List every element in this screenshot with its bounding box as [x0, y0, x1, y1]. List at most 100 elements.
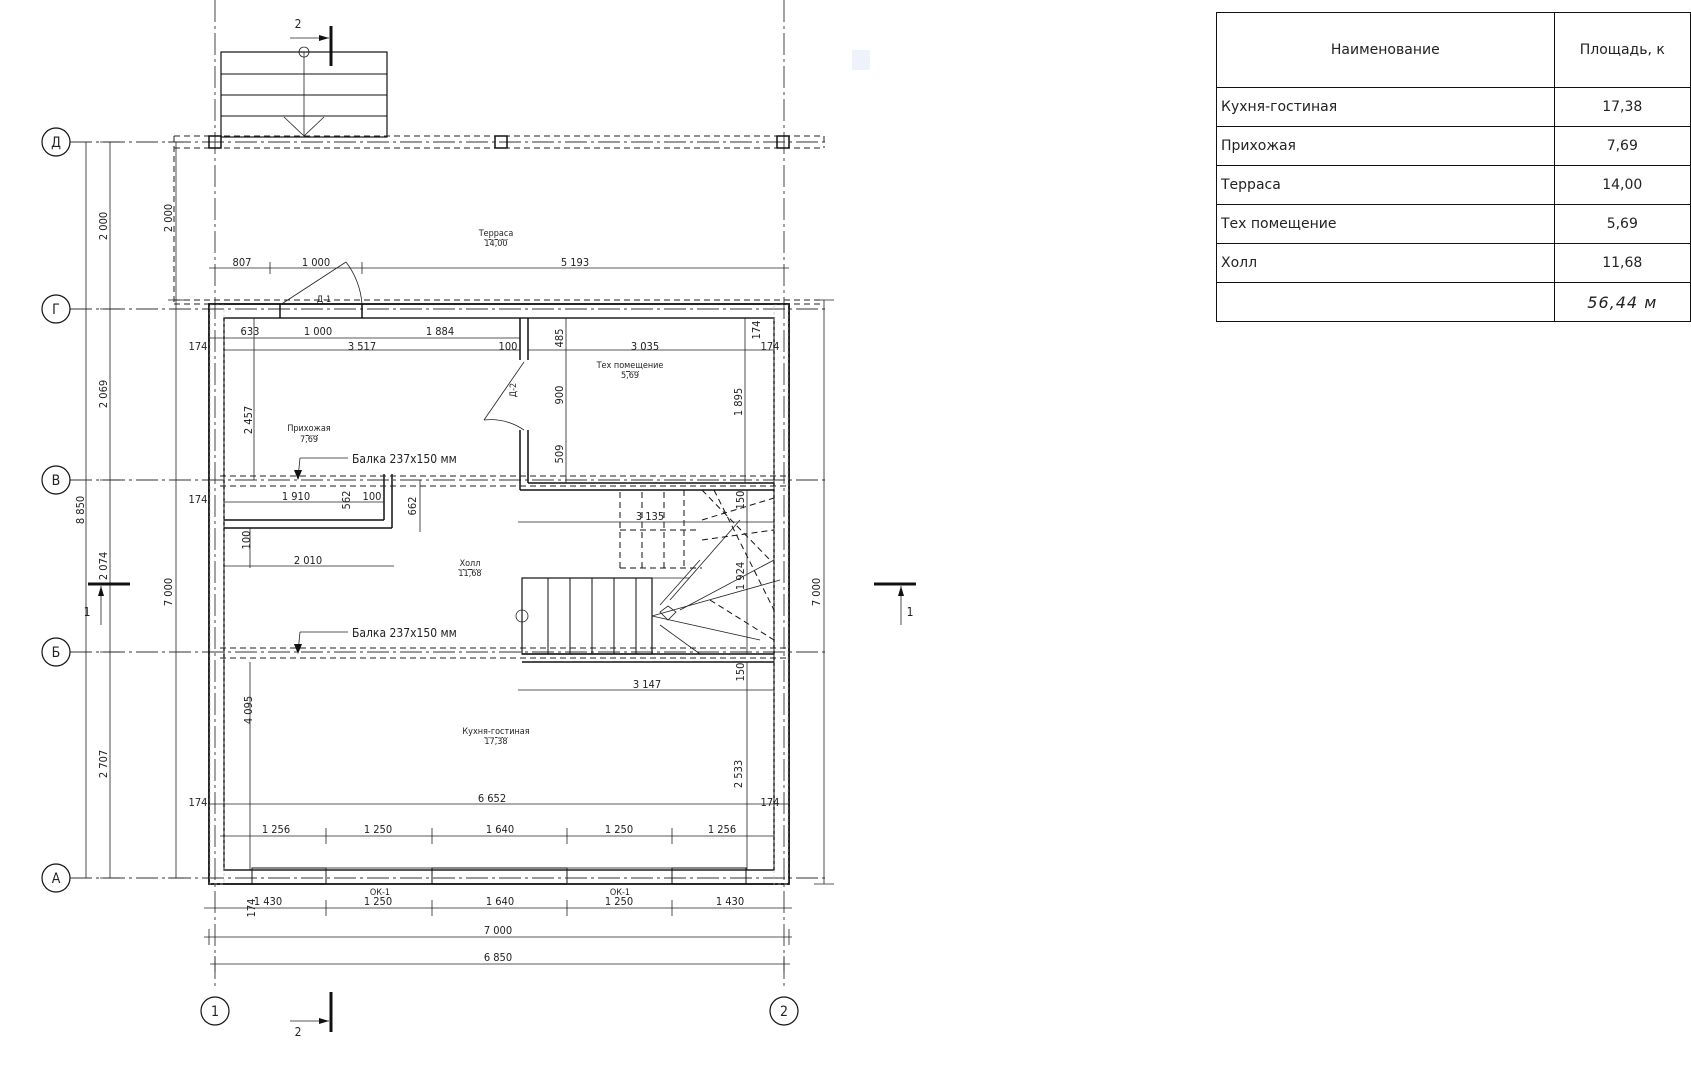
svg-text:509: 509	[553, 445, 566, 464]
svg-text:174: 174	[761, 340, 780, 353]
svg-text:4 095: 4 095	[242, 696, 255, 724]
svg-text:1 250: 1 250	[364, 895, 392, 908]
svg-text:1 884: 1 884	[426, 325, 454, 338]
svg-text:Д-2: Д-2	[509, 383, 519, 397]
door-d1: Д-1	[279, 261, 363, 318]
svg-text:1 640: 1 640	[486, 823, 514, 836]
svg-text:1 000: 1 000	[304, 325, 332, 338]
svg-text:Холл: Холл	[460, 559, 481, 569]
svg-text:1: 1	[907, 605, 914, 619]
svg-text:100: 100	[240, 531, 253, 550]
svg-text:174: 174	[189, 493, 208, 506]
svg-text:Б: Б	[52, 645, 61, 661]
room-area: 7,69	[1553, 126, 1691, 166]
svg-text:2 069: 2 069	[97, 380, 110, 408]
svg-text:7 000: 7 000	[484, 924, 512, 937]
total-area: 56,44 м	[1553, 282, 1691, 322]
svg-text:100: 100	[363, 490, 382, 503]
terrace: 807 1 000 5 193 Терраса 14,00	[173, 50, 870, 305]
axis-bubble-2: 2	[769, 996, 799, 1026]
svg-text:2 707: 2 707	[97, 750, 110, 778]
section-mark-left: 1	[84, 582, 130, 625]
svg-text:1 250: 1 250	[605, 895, 633, 908]
total-label	[1216, 282, 1555, 322]
svg-text:17,38: 17,38	[484, 737, 507, 747]
svg-text:174: 174	[761, 796, 780, 809]
svg-text:174: 174	[189, 796, 208, 809]
svg-text:ОК-1: ОК-1	[370, 888, 390, 898]
svg-text:174: 174	[189, 340, 208, 353]
svg-text:1: 1	[84, 605, 91, 619]
svg-text:1 250: 1 250	[605, 823, 633, 836]
svg-text:2: 2	[295, 17, 302, 31]
axis-bubble-d: Д	[41, 127, 71, 157]
svg-text:1 256: 1 256	[708, 823, 736, 836]
svg-text:Д: Д	[51, 135, 61, 151]
svg-text:Балка 237х150 мм: Балка 237х150 мм	[352, 626, 457, 640]
svg-text:7 000: 7 000	[810, 578, 823, 606]
entry-hall: Прихожая 7,69 1 910 562 100 662 100 2 01…	[224, 424, 482, 579]
svg-text:1 250: 1 250	[364, 823, 392, 836]
svg-text:485: 485	[553, 329, 566, 348]
svg-text:Балка 237х150 мм: Балка 237х150 мм	[352, 452, 457, 466]
axis-lines	[70, 0, 826, 990]
svg-text:1 640: 1 640	[486, 895, 514, 908]
tech-room: Д-2 485 900 509 1 895 Тех помещение 5,69	[483, 318, 774, 491]
svg-text:5 193: 5 193	[561, 256, 589, 269]
table-row: Кухня-гостиная 17,38	[1216, 87, 1691, 127]
axis-bubble-b: Б	[41, 637, 71, 667]
svg-text:2 074: 2 074	[97, 552, 110, 580]
right-dimension: 7 000	[810, 299, 834, 885]
svg-text:2 457: 2 457	[242, 406, 255, 434]
entry-steps	[220, 46, 388, 138]
staircase: 3 135 150 1 924 3 147 150	[515, 489, 781, 870]
svg-text:633: 633	[241, 325, 260, 338]
svg-text:3 135: 3 135	[636, 510, 664, 523]
room-name: Холл	[1216, 243, 1555, 283]
svg-text:Прихожая: Прихожая	[287, 424, 330, 434]
svg-text:Тех помещение: Тех помещение	[596, 361, 664, 371]
room-area: 11,68	[1553, 243, 1691, 283]
svg-text:6 850: 6 850	[484, 951, 512, 964]
entry-dimensions: 633 1 000 1 884 3 517 100 3 035 174 174 …	[189, 318, 780, 917]
room-name: Терраса	[1216, 165, 1555, 205]
svg-text:Терраса: Терраса	[478, 229, 514, 239]
table-row: Терраса 14,00	[1216, 165, 1691, 205]
section-mark-top: 2	[290, 17, 333, 66]
room-area: 14,00	[1553, 165, 1691, 205]
svg-text:2: 2	[295, 1025, 302, 1039]
axis-bubble-g: Г	[41, 294, 71, 324]
room-name: Тех помещение	[1216, 204, 1555, 244]
axis-bubble-1: 1	[200, 996, 230, 1026]
table-row: Тех помещение 5,69	[1216, 204, 1691, 244]
svg-text:3 147: 3 147	[633, 678, 661, 691]
svg-text:6 652: 6 652	[478, 792, 506, 805]
svg-text:150: 150	[734, 491, 747, 510]
room-schedule-table: Наименование Площадь, к Кухня-гостиная 1…	[1216, 12, 1691, 322]
room-name: Кухня-гостиная	[1216, 87, 1555, 127]
bottom-dimensions: 1 430 1 250 1 640 1 250 1 430 7 000 6 85…	[204, 895, 792, 972]
beam-lower: Балка 237х150 мм	[220, 626, 790, 659]
room-area: 17,38	[1553, 87, 1691, 127]
svg-text:5,69: 5,69	[621, 371, 639, 381]
svg-text:1 430: 1 430	[716, 895, 744, 908]
axis-bubble-a: А	[41, 863, 71, 893]
svg-text:3 035: 3 035	[631, 340, 659, 353]
svg-text:11,68: 11,68	[458, 569, 481, 579]
kitchen-living: Кухня-гостиная 17,38 4 095 6 652 2 533 1…	[209, 662, 789, 870]
svg-text:2 000: 2 000	[162, 204, 175, 232]
section-mark-right: 1	[874, 582, 916, 625]
svg-text:1 910: 1 910	[282, 490, 310, 503]
svg-text:2 533: 2 533	[732, 760, 745, 788]
svg-text:662: 662	[406, 497, 419, 516]
svg-text:2: 2	[780, 1004, 788, 1020]
table-total-row: 56,44 м	[1216, 282, 1691, 322]
svg-text:А: А	[52, 871, 61, 887]
svg-text:7,69: 7,69	[300, 435, 318, 445]
svg-text:150: 150	[734, 663, 747, 682]
column-header-area: Площадь, к	[1553, 12, 1691, 88]
svg-text:1 895: 1 895	[732, 388, 745, 416]
svg-text:1: 1	[211, 1004, 219, 1020]
beam-upper: Балка 237х150 мм	[220, 452, 790, 487]
svg-text:807: 807	[233, 256, 252, 269]
